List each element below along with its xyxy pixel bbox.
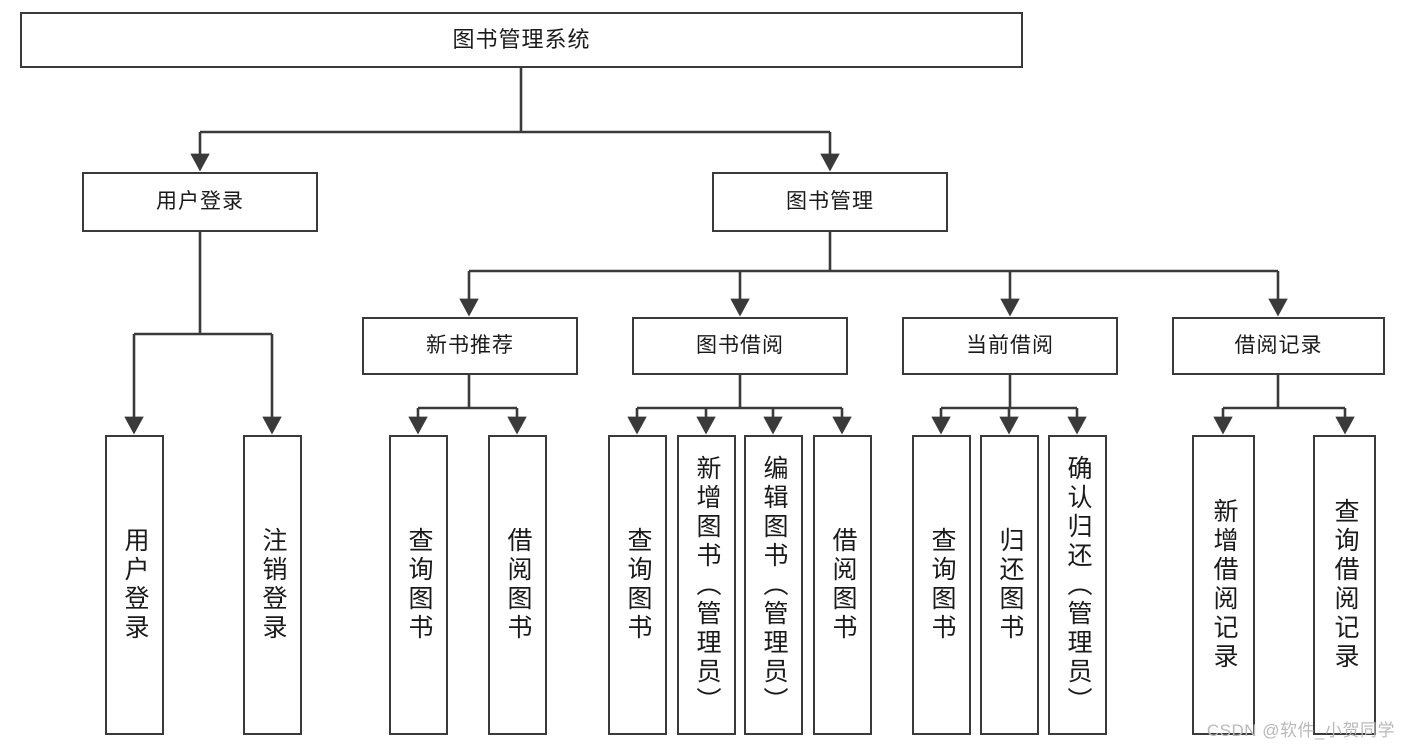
leaf-borrow-book[interactable]: 借阅图书 [813, 435, 872, 735]
node-label: 图书管理 [786, 189, 874, 213]
node-label: 确认归还（管理员） [1064, 454, 1092, 716]
node-label: 注销登录 [259, 527, 287, 643]
node-label: 借阅图书 [504, 527, 532, 643]
node-label: 当前借阅 [966, 333, 1054, 357]
node-root-system[interactable]: 图书管理系统 [20, 12, 1023, 68]
node-label: 新增借阅记录 [1210, 498, 1238, 672]
node-label: 归还图书 [996, 527, 1024, 643]
node-label: 编辑图书（管理员） [760, 454, 788, 716]
node-user-login[interactable]: 用户登录 [82, 172, 318, 232]
leaf-query-borrow-record[interactable]: 查询借阅记录 [1313, 435, 1376, 735]
node-label: 新书推荐 [426, 333, 514, 357]
node-label: 新增图书（管理员） [693, 454, 721, 716]
node-label: 图书管理系统 [452, 27, 591, 53]
node-label: 查询图书 [624, 527, 652, 643]
node-book-borrow[interactable]: 图书借阅 [632, 317, 848, 375]
node-label: 用户登录 [121, 527, 149, 643]
node-new-book-recommend[interactable]: 新书推荐 [362, 317, 578, 375]
leaf-user-login[interactable]: 用户登录 [105, 435, 164, 735]
node-label: 用户登录 [156, 189, 244, 213]
node-label: 借阅图书 [829, 527, 857, 643]
leaf-add-borrow-record[interactable]: 新增借阅记录 [1192, 435, 1255, 735]
node-label: 查询图书 [405, 527, 433, 643]
leaf-borrow-book-recommend[interactable]: 借阅图书 [488, 435, 547, 735]
leaf-logout[interactable]: 注销登录 [243, 435, 302, 735]
node-book-manage[interactable]: 图书管理 [712, 172, 948, 232]
leaf-add-book[interactable]: 新增图书（管理员） [677, 435, 736, 735]
node-label: 图书借阅 [696, 333, 784, 357]
node-current-borrow[interactable]: 当前借阅 [902, 317, 1118, 375]
leaf-edit-book[interactable]: 编辑图书（管理员） [744, 435, 803, 735]
leaf-query-book-current[interactable]: 查询图书 [912, 435, 971, 735]
leaf-query-book-recommend[interactable]: 查询图书 [389, 435, 448, 735]
leaf-return-book[interactable]: 归还图书 [980, 435, 1039, 735]
node-label: 借阅记录 [1234, 333, 1323, 357]
node-label: 查询借阅记录 [1331, 498, 1359, 672]
leaf-query-book-borrow[interactable]: 查询图书 [608, 435, 667, 735]
leaf-confirm-return[interactable]: 确认归还（管理员） [1048, 435, 1107, 735]
node-borrow-record[interactable]: 借阅记录 [1172, 317, 1385, 375]
node-label: 查询图书 [928, 527, 956, 643]
